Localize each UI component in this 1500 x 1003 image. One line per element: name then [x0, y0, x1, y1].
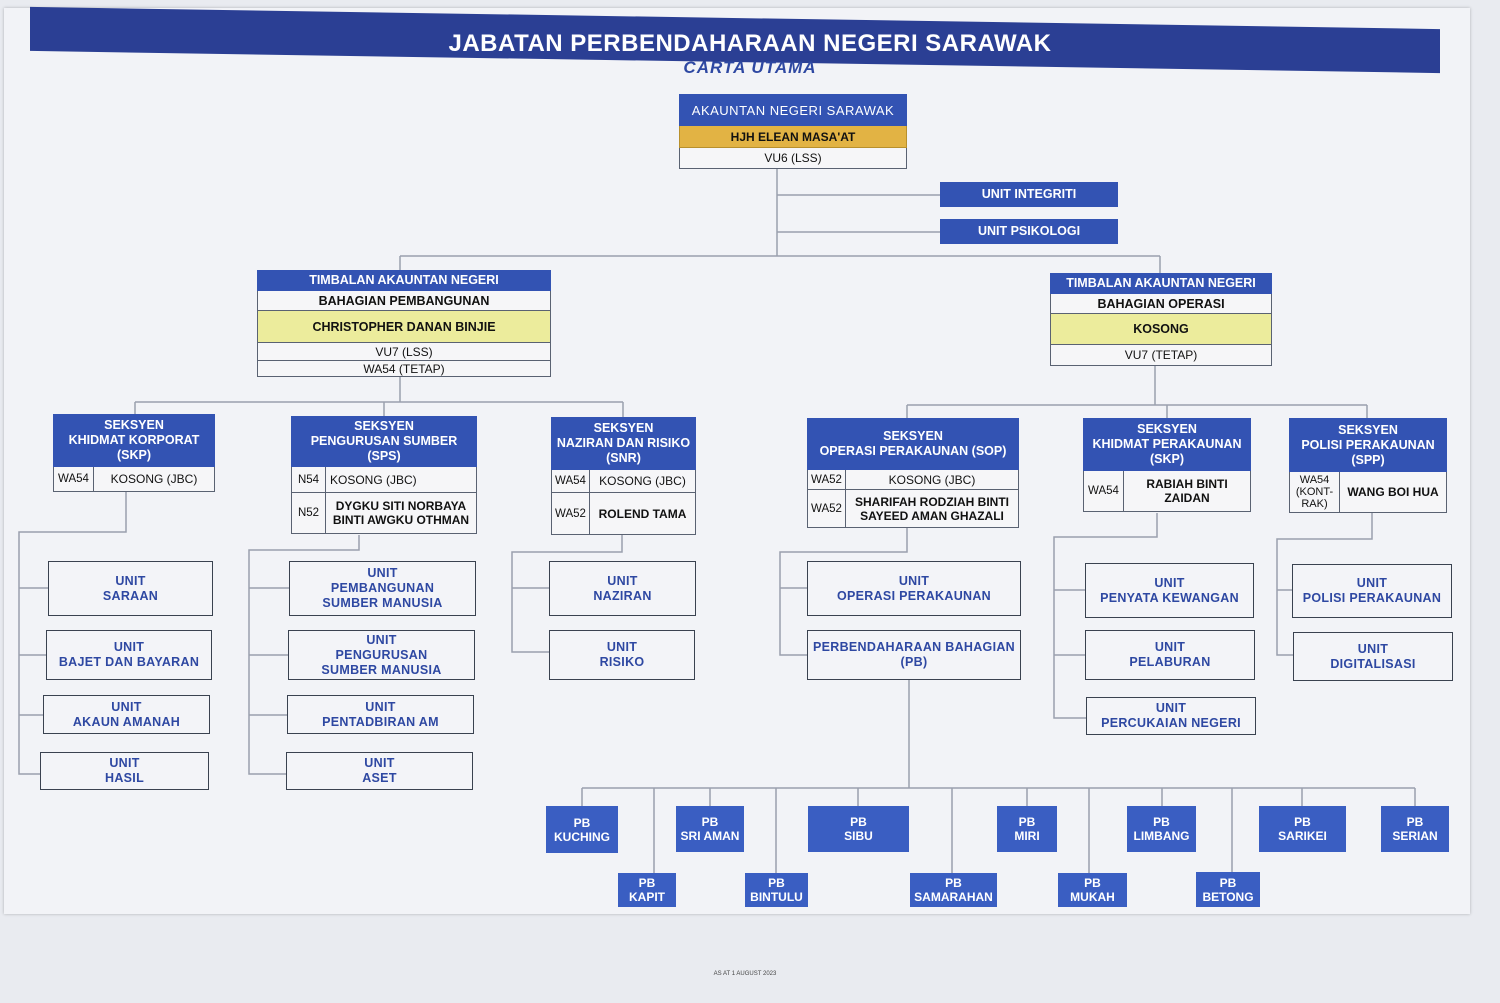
- deputy-right-grade: VU7 (TETAP): [1050, 345, 1272, 366]
- section-snr-row1: WA54 KOSONG (JBC): [551, 470, 696, 493]
- line-skp-units: [18, 492, 127, 775]
- pb-sri-aman: PB SRI AMAN: [676, 806, 744, 852]
- pb-betong: PB BETONG: [1196, 872, 1260, 907]
- section-spp-row: WA54 (KONT- RAK) WANG BOI HUA: [1289, 472, 1447, 513]
- deputy-right-box: TIMBALAN AKAUNTAN NEGERI BAHAGIAN OPERAS…: [1050, 273, 1272, 366]
- section-snr-row2: WA52 ROLEND TAMA: [551, 493, 696, 535]
- section-skp2-header: SEKSYEN KHIDMAT PERAKAUNAN (SKP): [1083, 418, 1251, 471]
- section-sop-holder1: KOSONG (JBC): [888, 472, 976, 487]
- section-skp: SEKSYEN KHIDMAT KORPORAT (SKP) WA54 KOSO…: [53, 414, 215, 492]
- deputy-left-division: BAHAGIAN PEMBANGUNAN: [257, 291, 551, 311]
- section-skp2-grade: WA54: [1084, 471, 1124, 511]
- section-snr-grade1: WA54: [552, 470, 590, 492]
- pb-sibu: PB SIBU: [808, 806, 909, 852]
- section-sop-header: SEKSYEN OPERASI PERAKAUNAN (SOP): [807, 418, 1019, 470]
- pb-samarahan: PB SAMARAHAN: [910, 873, 997, 907]
- section-sop-row1: WA52 KOSONG (JBC): [807, 470, 1019, 490]
- section-skp-header: SEKSYEN KHIDMAT KORPORAT (SKP): [53, 414, 215, 467]
- section-sps: SEKSYEN PENGURUSAN SUMBER (SPS) N54 KOSO…: [291, 416, 477, 534]
- section-sps-holder2: DYGKU SITI NORBAYA BINTI AWGKU OTHMAN: [332, 499, 470, 527]
- unit-pengurusan-sumber-manusia: UNIT PENGURUSAN SUMBER MANUSIA: [288, 630, 475, 680]
- section-sps-row1: N54 KOSONG (JBC): [291, 467, 477, 493]
- line-skp2-units: [1053, 513, 1158, 719]
- unit-risiko: UNIT RISIKO: [549, 630, 695, 680]
- section-sop: SEKSYEN OPERASI PERAKAUNAN (SOP) WA52 KO…: [807, 418, 1019, 528]
- section-sop-row2: WA52 SHARIFAH RODZIAH BINTI SAYEED AMAN …: [807, 490, 1019, 528]
- section-skp2-row: WA54 RABIAH BINTI ZAIDAN: [1083, 471, 1251, 512]
- unit-digitalisasi: UNIT DIGITALISASI: [1293, 632, 1453, 681]
- unit-operasi-perakaunan: UNIT OPERASI PERAKAUNAN: [807, 561, 1021, 616]
- pb-sarikei: PB SARIKEI: [1259, 806, 1346, 852]
- head-role: AKAUNTAN NEGERI SARAWAK: [679, 94, 907, 126]
- pb-limbang: PB LIMBANG: [1127, 806, 1196, 852]
- pb-miri: PB MIRI: [997, 806, 1057, 852]
- unit-percukaian-negeri: UNIT PERCUKAIAN NEGERI: [1086, 697, 1256, 735]
- unit-akaun-amanah: UNIT AKAUN AMANAH: [43, 695, 210, 734]
- pb-mukah: PB MUKAH: [1058, 873, 1127, 907]
- unit-bajet-dan-bayaran: UNIT BAJET DAN BAYARAN: [46, 630, 212, 680]
- section-skp2-holder: RABIAH BINTI ZAIDAN: [1146, 477, 1228, 505]
- deputy-left-grade1: VU7 (LSS): [257, 343, 551, 361]
- unit-pembangunan-sumber-manusia: UNIT PEMBANGUNAN SUMBER MANUSIA: [289, 561, 476, 616]
- unit-integriti: UNIT INTEGRITI: [940, 182, 1118, 207]
- pb-kuching: PB KUCHING: [546, 806, 618, 853]
- deputy-left-grade2: WA54 (TETAP): [257, 361, 551, 377]
- deputy-left-role: TIMBALAN AKAUNTAN NEGERI: [257, 270, 551, 291]
- line-sop-units: [779, 528, 908, 656]
- section-skp-grade: WA54: [54, 467, 94, 491]
- chart-subtitle: CARTA UTAMA: [683, 58, 817, 77]
- section-sps-holder1: KOSONG (JBC): [330, 472, 417, 487]
- section-sop-grade2: WA52: [808, 490, 846, 527]
- section-sps-grade2: N52: [292, 493, 326, 533]
- section-skp2: SEKSYEN KHIDMAT PERAKAUNAN (SKP) WA54 RA…: [1083, 418, 1251, 512]
- section-sop-holder2: SHARIFAH RODZIAH BINTI SAYEED AMAN GHAZA…: [855, 494, 1009, 523]
- section-spp: SEKSYEN POLISI PERAKAUNAN (SPP) WA54 (KO…: [1289, 418, 1447, 513]
- pb-kapit: PB KAPIT: [618, 873, 676, 907]
- deputy-right-division: BAHAGIAN OPERASI: [1050, 294, 1272, 314]
- section-sop-grade1: WA52: [808, 470, 846, 489]
- unit-naziran: UNIT NAZIRAN: [549, 561, 696, 616]
- footer-date: AS AT 1 AUGUST 2023: [713, 971, 777, 977]
- section-snr-holder2: ROLEND TAMA: [598, 506, 687, 521]
- line-sps-units: [248, 535, 360, 775]
- section-sps-row2: N52 DYGKU SITI NORBAYA BINTI AWGKU OTHMA…: [291, 493, 477, 534]
- section-sps-header: SEKSYEN PENGURUSAN SUMBER (SPS): [291, 416, 477, 467]
- head-grade: VU6 (LSS): [679, 148, 907, 169]
- section-spp-grade: WA54 (KONT- RAK): [1290, 472, 1340, 512]
- unit-polisi-perakaunan: UNIT POLISI PERAKAUNAN: [1292, 564, 1452, 618]
- chart-title: JABATAN PERBENDAHARAAN NEGERI SARAWAK: [448, 30, 1052, 57]
- unit-hasil: UNIT HASIL: [40, 752, 209, 790]
- pb-bintulu: PB BINTULU: [745, 873, 808, 907]
- line-snr-units: [511, 535, 623, 653]
- section-snr: SEKSYEN NAZIRAN DAN RISIKO (SNR) WA54 KO…: [551, 417, 696, 535]
- unit-saraan: UNIT SARAAN: [48, 561, 213, 616]
- line-pb-drops: [581, 788, 1416, 876]
- deputy-left-box: TIMBALAN AKAUNTAN NEGERI BAHAGIAN PEMBAN…: [257, 270, 551, 377]
- head-box: AKAUNTAN NEGERI SARAWAK HJH ELEAN MASA'A…: [679, 94, 907, 169]
- section-snr-holder1: KOSONG (JBC): [599, 474, 686, 488]
- section-snr-grade2: WA52: [552, 493, 590, 534]
- unit-penyata-kewangan: UNIT PENYATA KEWANGAN: [1085, 563, 1254, 618]
- unit-aset: UNIT ASET: [286, 752, 473, 790]
- head-name: HJH ELEAN MASA'AT: [679, 126, 907, 148]
- section-spp-holder: WANG BOI HUA: [1347, 485, 1439, 499]
- deputy-left-name: CHRISTOPHER DANAN BINJIE: [257, 311, 551, 343]
- deputy-right-name: KOSONG: [1050, 314, 1272, 345]
- section-sps-grade1: N54: [292, 467, 326, 492]
- section-spp-header: SEKSYEN POLISI PERAKAUNAN (SPP): [1289, 418, 1447, 472]
- unit-pelaburan: UNIT PELABURAN: [1085, 630, 1255, 680]
- unit-pentadbiran-am: UNIT PENTADBIRAN AM: [287, 695, 474, 734]
- perbendaharaan-bahagian: PERBENDAHARAAN BAHAGIAN (PB): [807, 630, 1021, 680]
- unit-psikologi: UNIT PSIKOLOGI: [940, 219, 1118, 244]
- section-snr-header: SEKSYEN NAZIRAN DAN RISIKO (SNR): [551, 417, 696, 470]
- line-spp-units: [1276, 513, 1373, 656]
- section-skp-row: WA54 KOSONG (JBC): [53, 467, 215, 492]
- section-skp-holder: KOSONG (JBC): [110, 472, 198, 486]
- deputy-right-role: TIMBALAN AKAUNTAN NEGERI: [1050, 273, 1272, 294]
- pb-serian: PB SERIAN: [1381, 806, 1449, 852]
